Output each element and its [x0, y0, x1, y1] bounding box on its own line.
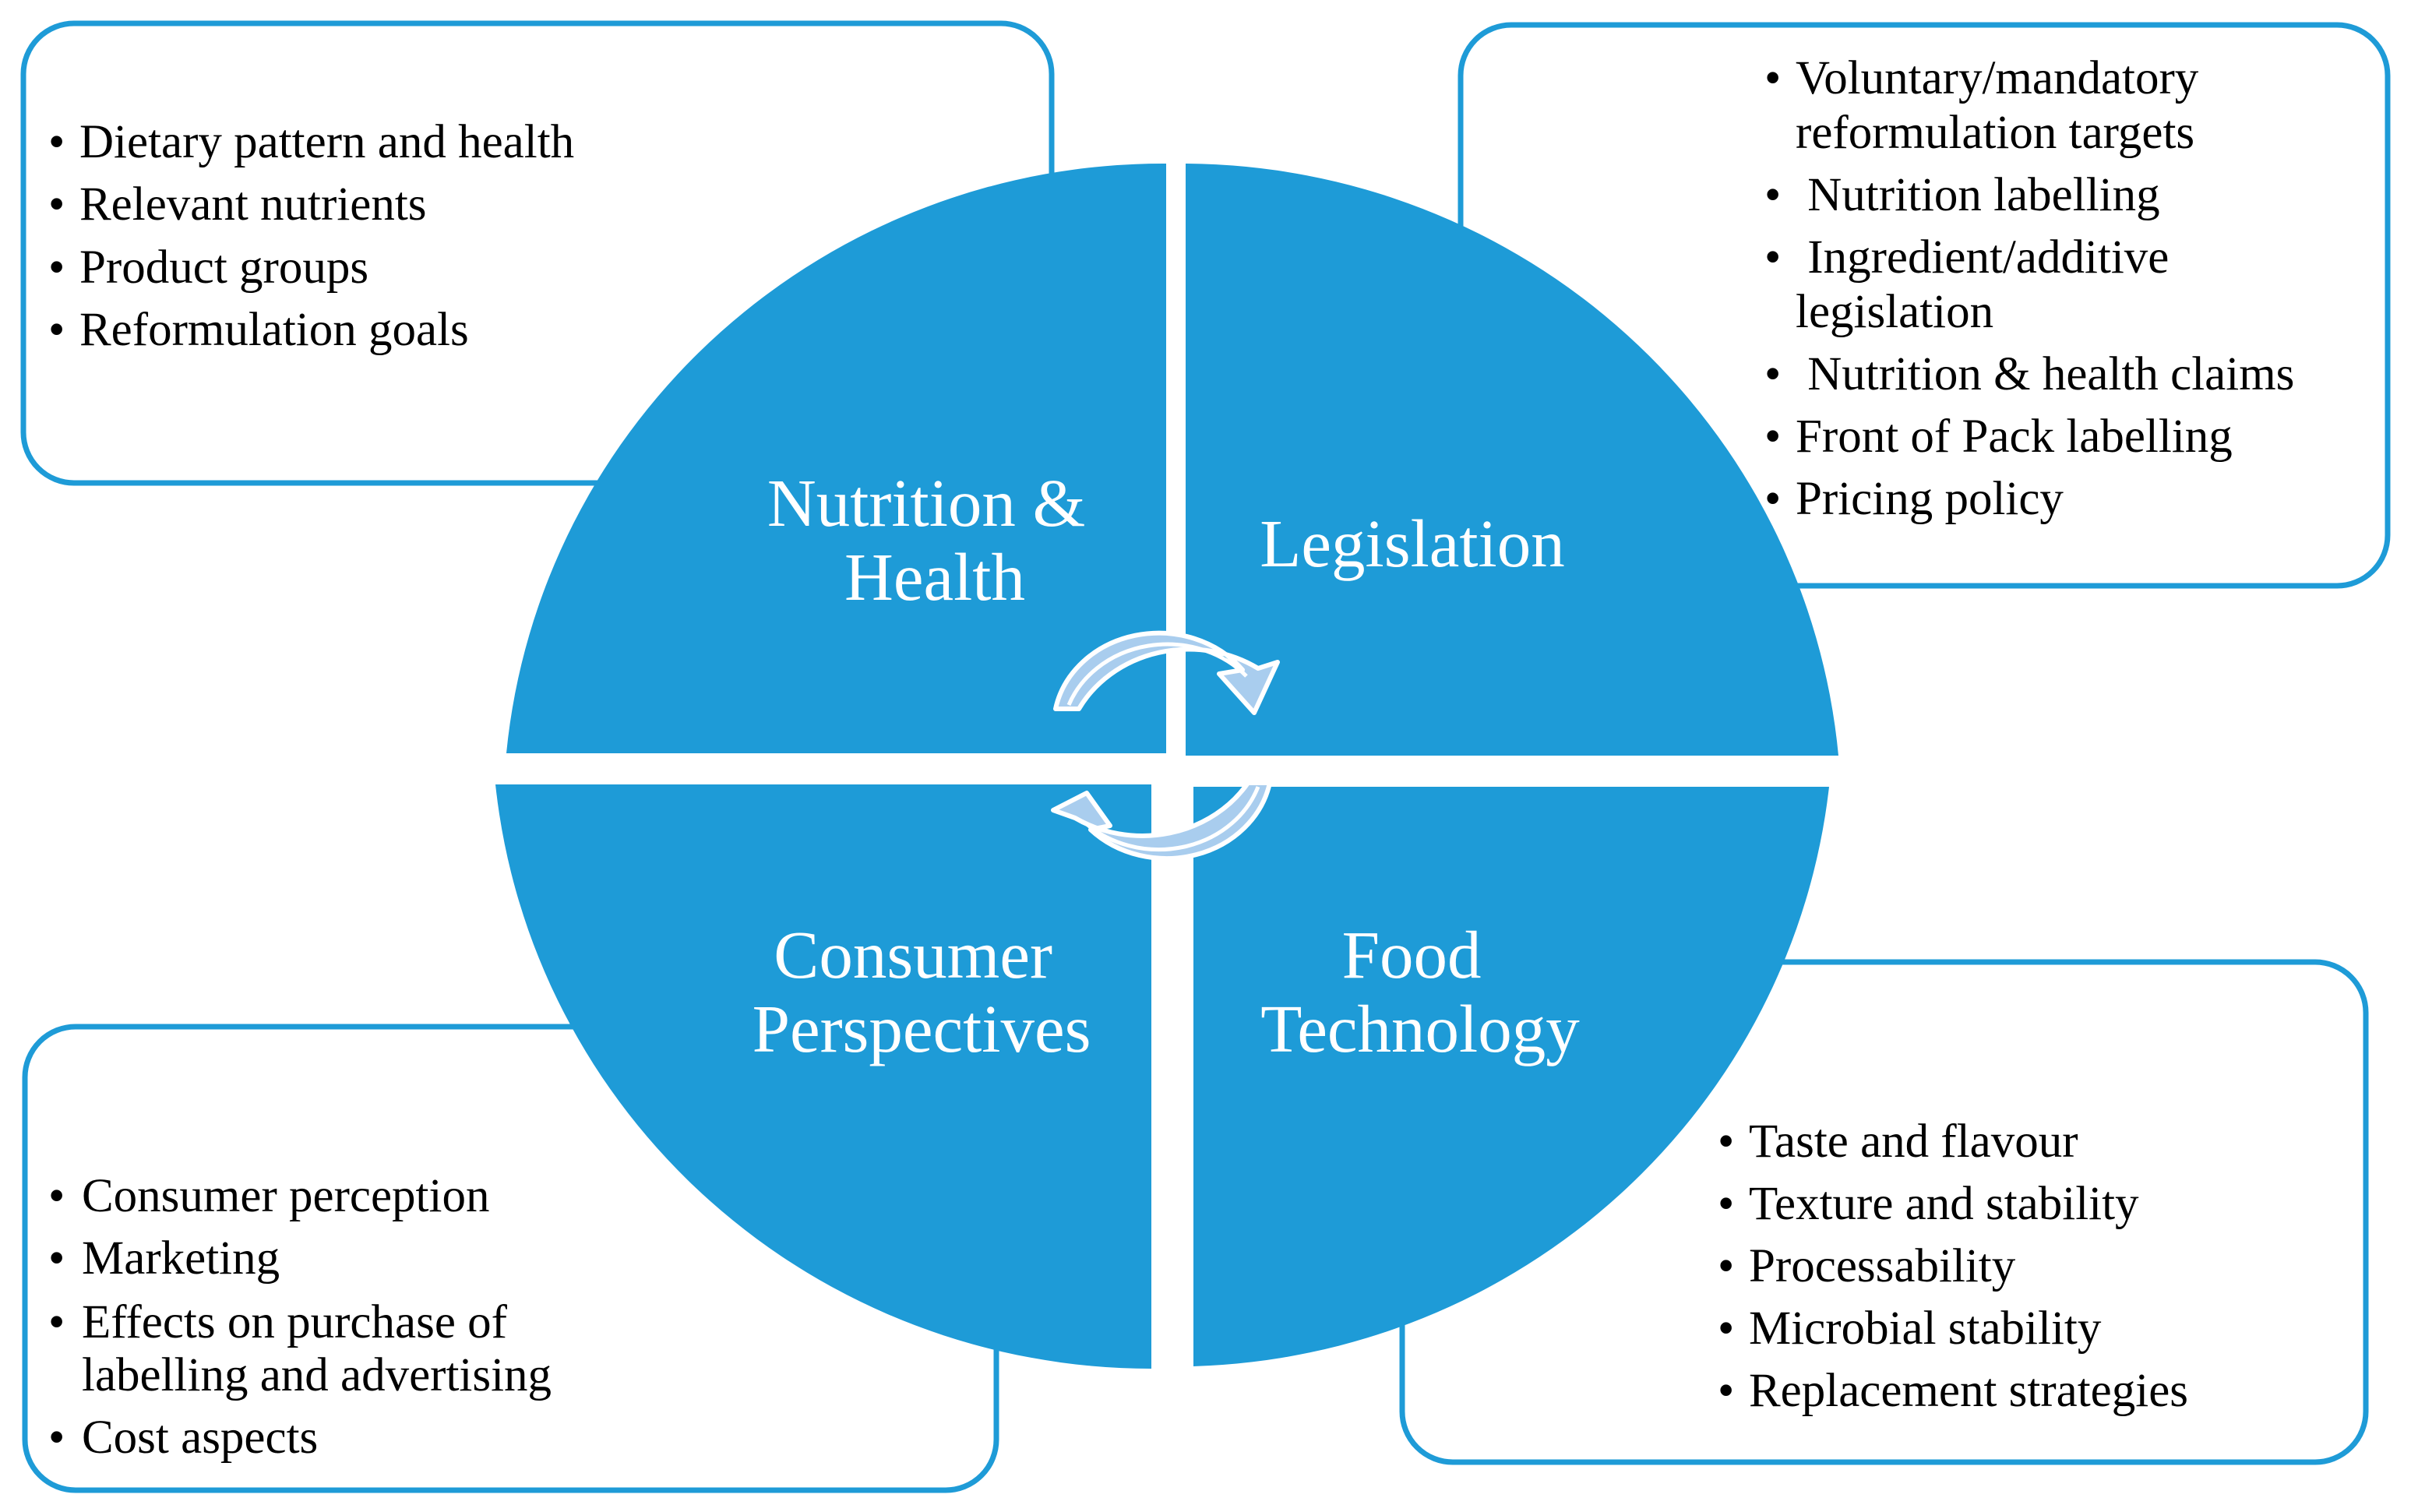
- list-item: Nutrition & health claims: [1796, 348, 2294, 400]
- bullet-icon: •: [1718, 1302, 1734, 1355]
- bullet-icon: •: [48, 1170, 65, 1222]
- list-item: Processability: [1749, 1240, 2016, 1292]
- quadrant-technology-line1: Food: [1342, 917, 1482, 992]
- bullet-icon: •: [48, 304, 65, 356]
- bullet-icon: •: [1764, 52, 1781, 104]
- list-item: Texture and stability: [1749, 1178, 2139, 1230]
- bullet-icon: •: [48, 1412, 65, 1464]
- quadrant-technology: [1193, 787, 1829, 1366]
- list-item: Marketing: [82, 1232, 280, 1285]
- cycle-arrows-icon: [1051, 630, 1280, 861]
- quadrant-nutrition: [506, 163, 1166, 753]
- list-consumer: • Consumer perception • Marketing • Effe…: [48, 1170, 552, 1464]
- list-item: Replacement strategies: [1749, 1365, 2188, 1417]
- list-item: reformulation targets: [1796, 107, 2194, 159]
- list-technology: • Taste and flavour • Texture and stabil…: [1718, 1115, 2188, 1417]
- bullet-icon: •: [1764, 169, 1781, 221]
- list-item: Pricing policy: [1796, 473, 2064, 525]
- list-item: Cost aspects: [82, 1412, 318, 1464]
- quadrant-title-nutrition: Nutrition & Health: [767, 465, 1102, 615]
- list-item: Voluntary/mandatory: [1796, 52, 2199, 104]
- bullet-icon: •: [1718, 1178, 1734, 1230]
- bullet-icon: •: [1764, 473, 1781, 525]
- quadrant-title-legislation: Legislation: [1260, 506, 1564, 581]
- list-item: Consumer perception: [82, 1170, 489, 1222]
- list-item: Product groups: [79, 241, 368, 294]
- bullet-icon: •: [1764, 411, 1781, 463]
- quadrant-legislation-line1: Legislation: [1260, 506, 1564, 581]
- list-item: Effects on purchase of: [82, 1296, 508, 1348]
- list-item: Ingredient/additive: [1796, 231, 2169, 284]
- bullet-icon: •: [1718, 1365, 1734, 1417]
- bullet-icon: •: [48, 116, 65, 168]
- list-item: Front of Pack labelling: [1796, 411, 2233, 463]
- cycle-arrow-bottom-inner: [1085, 786, 1260, 852]
- cycle-arrow-top-inner: [1066, 642, 1248, 706]
- quadrant-nutrition-line1: Nutrition &: [767, 465, 1085, 541]
- bullet-icon: •: [48, 1296, 65, 1348]
- quadrant-nutrition-line2: Health: [844, 539, 1025, 615]
- list-item: Taste and flavour: [1749, 1115, 2078, 1168]
- bullet-icon: •: [48, 241, 65, 294]
- quadrant-legislation: [1186, 164, 1838, 756]
- bullet-icon: •: [48, 178, 65, 231]
- quadrant-title-consumer: Consumer Perspectives: [753, 917, 1091, 1066]
- quadrant-title-technology: Food Technology: [1260, 917, 1580, 1066]
- quadrants: [495, 163, 1838, 1369]
- list-legislation: • Voluntary/mandatory reformulation targ…: [1764, 52, 2294, 525]
- bullet-icon: •: [1764, 231, 1781, 284]
- bullet-icon: •: [1764, 348, 1781, 400]
- list-item: Microbial stability: [1749, 1302, 2102, 1355]
- quadrant-technology-line2: Technology: [1260, 991, 1580, 1066]
- list-item: Relevant nutrients: [79, 178, 427, 231]
- list-item: labelling and advertising: [82, 1349, 552, 1401]
- list-item: Nutrition labelling: [1796, 169, 2160, 221]
- bullet-icon: •: [48, 1232, 65, 1285]
- list-item: Dietary pattern and health: [79, 116, 574, 168]
- quadrant-consumer: [495, 784, 1151, 1369]
- quadrant-consumer-line1: Consumer: [774, 917, 1052, 992]
- list-item: Reformulation goals: [79, 304, 469, 356]
- list-nutrition: • Dietary pattern and health • Relevant …: [48, 116, 574, 356]
- bullet-icon: •: [1718, 1240, 1734, 1292]
- quadrant-consumer-line2: Perspectives: [753, 991, 1091, 1066]
- list-item: legislation: [1796, 286, 1993, 338]
- bullet-icon: •: [1718, 1115, 1734, 1168]
